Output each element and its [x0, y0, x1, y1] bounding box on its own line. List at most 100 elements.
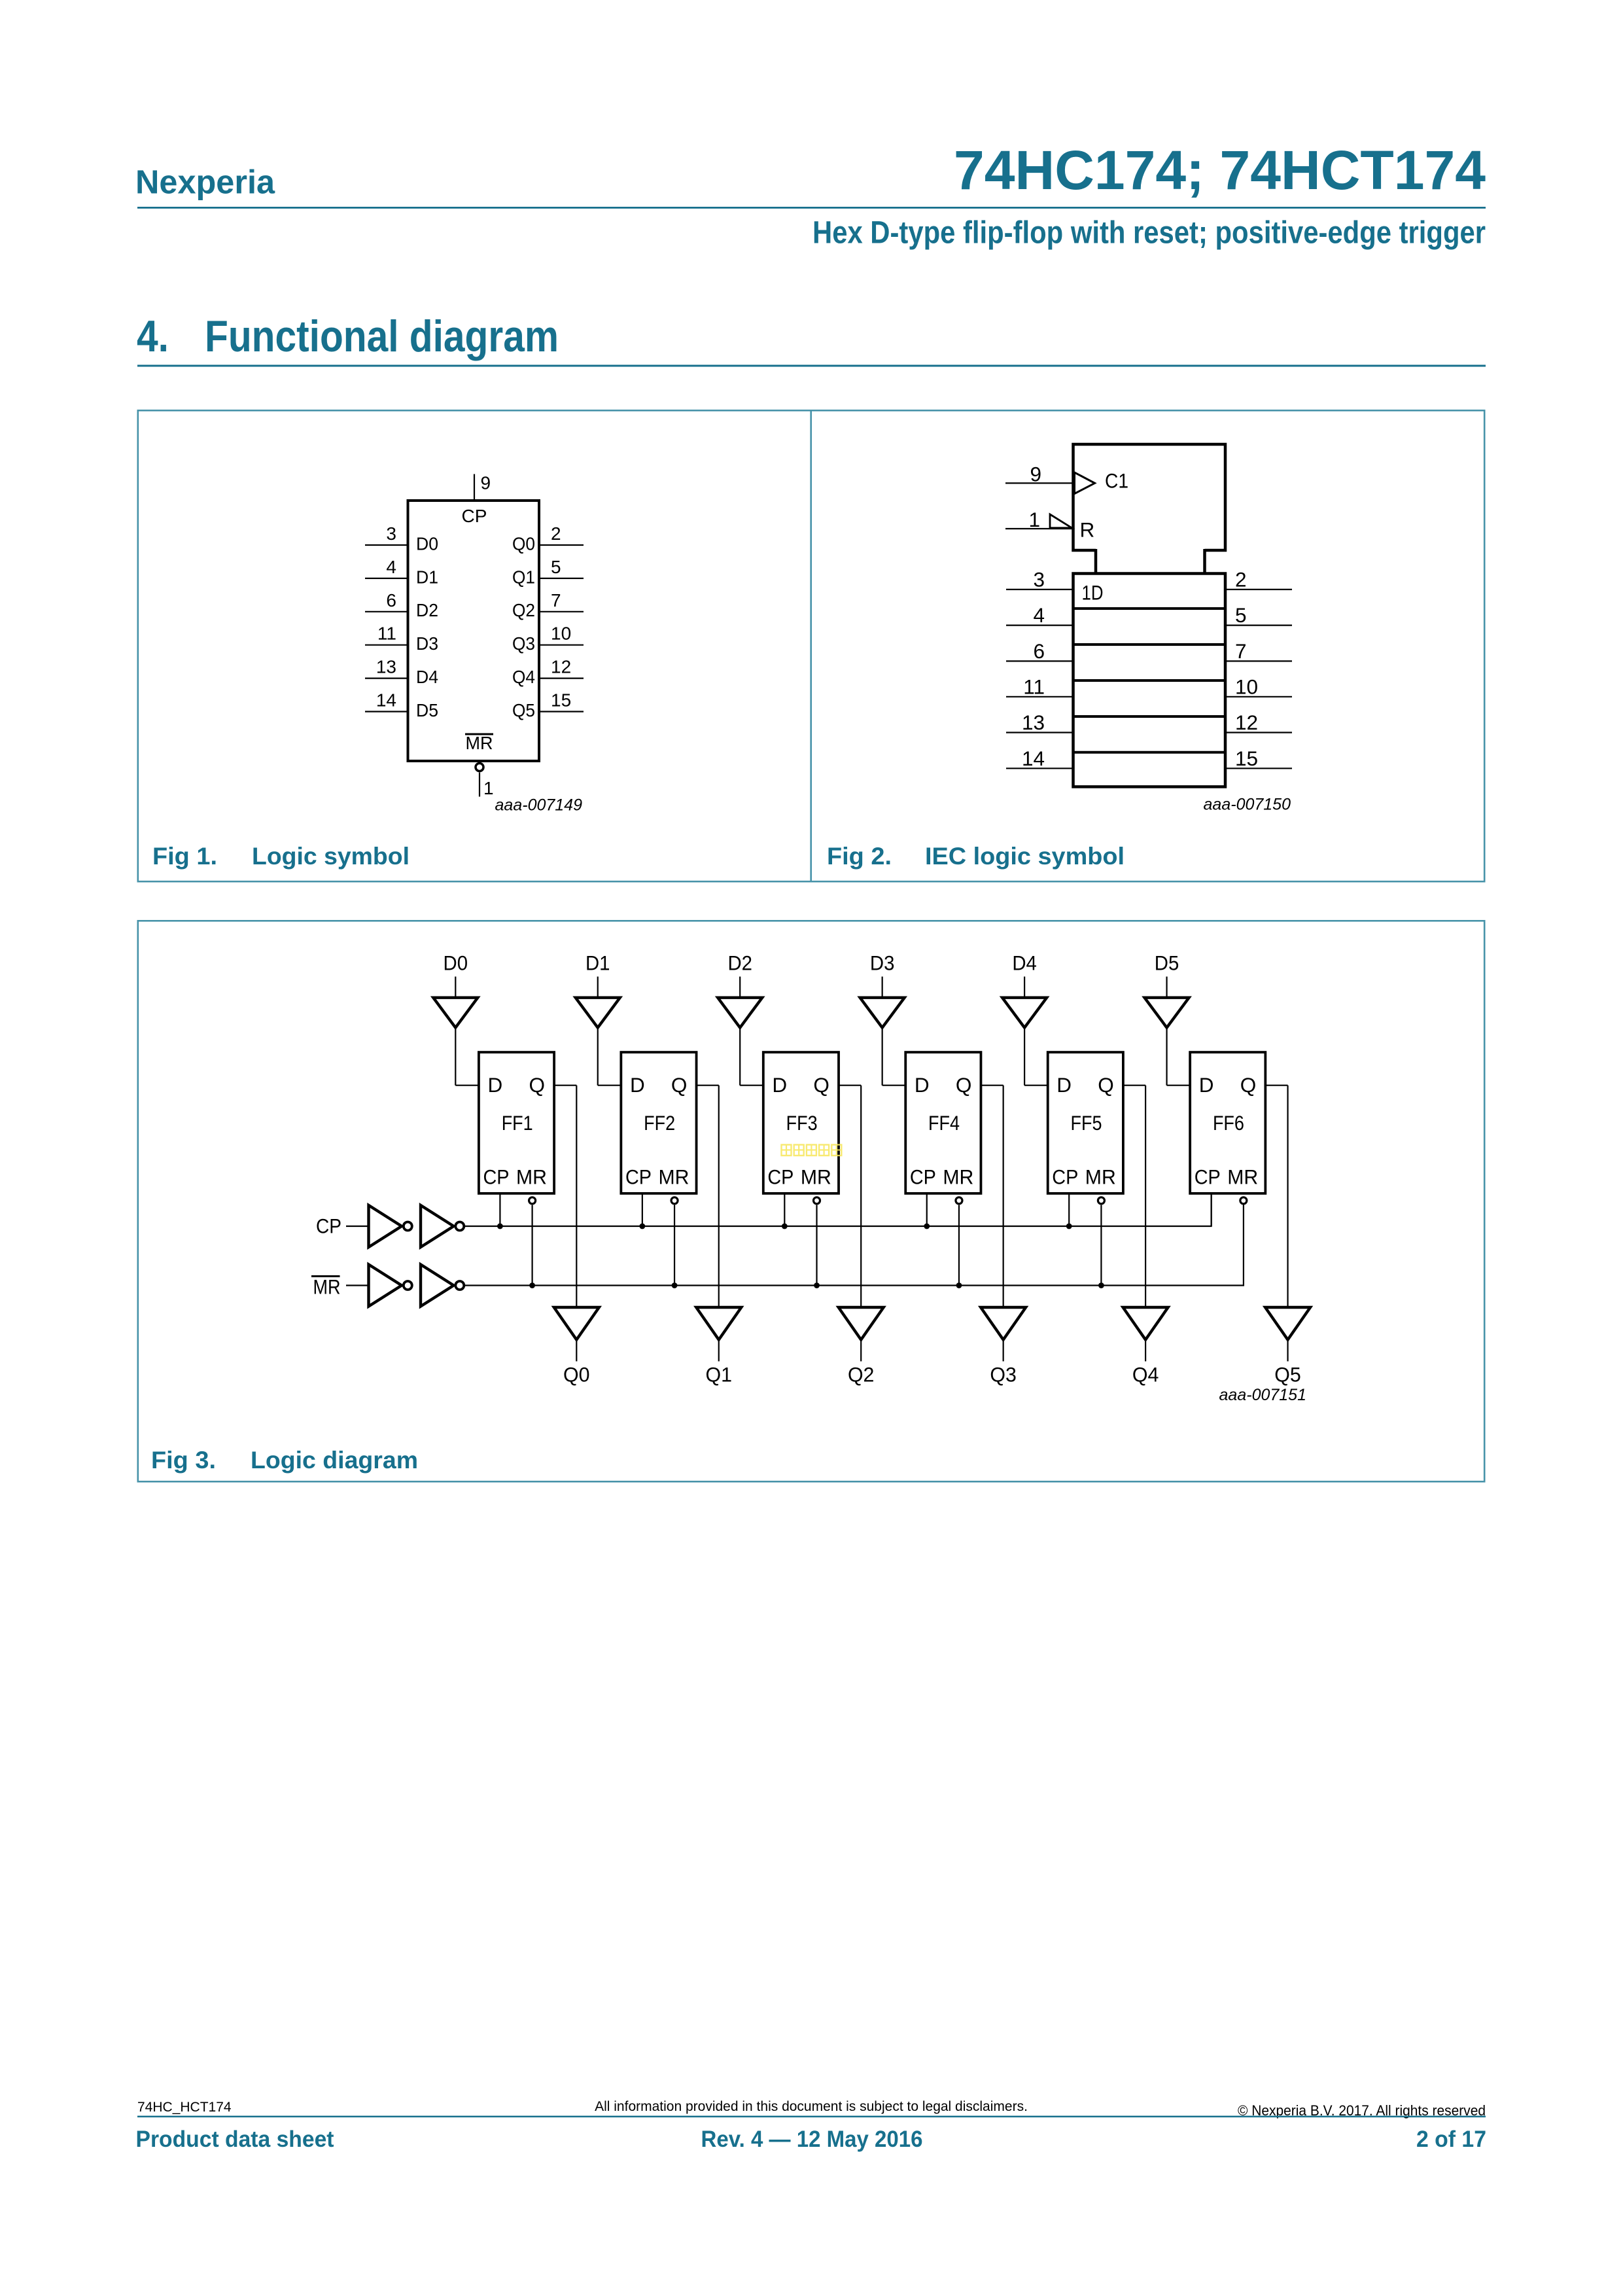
svg-text:11: 11 [1023, 675, 1045, 698]
svg-text:CP: CP [767, 1165, 794, 1189]
svg-text:Q1: Q1 [706, 1363, 733, 1386]
svg-text:FF1: FF1 [502, 1111, 533, 1135]
svg-text:CP: CP [462, 506, 487, 526]
svg-text:5: 5 [1235, 603, 1247, 627]
svg-text:Q3: Q3 [990, 1363, 1017, 1386]
svg-text:D2: D2 [727, 951, 752, 975]
svg-text:D: D [772, 1073, 787, 1097]
svg-text:74HC_HCT174: 74HC_HCT174 [137, 2100, 232, 2115]
svg-text:CP: CP [625, 1165, 652, 1189]
svg-text:Rev. 4 — 12 May 2016: Rev. 4 — 12 May 2016 [701, 2127, 923, 2152]
svg-text:1D: 1D [1082, 581, 1104, 605]
svg-text:74HC174; 74HCT174: 74HC174; 74HCT174 [954, 139, 1486, 201]
svg-text:Functional diagram: Functional diagram [205, 312, 559, 361]
svg-text:9: 9 [1030, 463, 1041, 486]
svg-text:Fig 1.: Fig 1. [152, 842, 217, 870]
svg-text:Q: Q [956, 1073, 972, 1097]
svg-text:10: 10 [551, 624, 571, 644]
svg-text:Fig 2.: Fig 2. [827, 842, 892, 870]
svg-text:FF4: FF4 [928, 1111, 960, 1135]
svg-text:Q: Q [1098, 1073, 1114, 1097]
svg-text:aaa-007150: aaa-007150 [1204, 796, 1291, 814]
svg-text:2 of 17: 2 of 17 [1416, 2127, 1486, 2152]
svg-text:D1: D1 [585, 951, 610, 975]
svg-text:11: 11 [377, 624, 396, 644]
svg-text:C1: C1 [1105, 469, 1128, 493]
svg-text:Hex D-type flip-flop with rese: Hex D-type flip-flop with reset; positiv… [812, 215, 1486, 251]
svg-text:4: 4 [386, 557, 396, 577]
svg-text:D: D [630, 1073, 645, 1097]
svg-text:D1: D1 [416, 567, 438, 587]
svg-text:MR: MR [516, 1165, 547, 1189]
svg-text:Q5: Q5 [512, 700, 535, 720]
svg-text:Q: Q [671, 1073, 688, 1097]
svg-text:D4: D4 [416, 667, 438, 687]
svg-text:CP: CP [1052, 1165, 1078, 1189]
svg-text:D: D [915, 1073, 930, 1097]
svg-text:14: 14 [376, 690, 396, 711]
svg-text:Q2: Q2 [848, 1363, 875, 1386]
svg-text:Q0: Q0 [563, 1363, 590, 1386]
svg-text:10: 10 [1235, 675, 1258, 698]
svg-text:CP: CP [483, 1165, 510, 1189]
svg-text:FF3: FF3 [786, 1111, 818, 1135]
svg-text:Fig 3.: Fig 3. [151, 1446, 216, 1474]
svg-text:Q0: Q0 [512, 533, 535, 554]
svg-text:3: 3 [1033, 567, 1045, 591]
svg-text:Product data sheet: Product data sheet [136, 2127, 334, 2152]
svg-text:MR: MR [801, 1165, 831, 1189]
svg-text:MR: MR [943, 1165, 973, 1189]
svg-text:Q4: Q4 [512, 667, 535, 687]
svg-text:Logic diagram: Logic diagram [251, 1446, 418, 1474]
svg-text:Q: Q [1240, 1073, 1257, 1097]
svg-text:MR: MR [658, 1165, 689, 1189]
svg-text:R: R [1080, 518, 1095, 542]
svg-text:6: 6 [1033, 639, 1045, 663]
svg-text:14: 14 [1022, 747, 1045, 770]
svg-text:D0: D0 [416, 533, 438, 554]
svg-text:1: 1 [483, 778, 494, 798]
svg-text:Nexperia: Nexperia [135, 164, 275, 201]
svg-text:Q: Q [813, 1073, 829, 1097]
svg-text:All information provided in th: All information provided in this documen… [595, 2099, 1028, 2114]
svg-text:Q2: Q2 [512, 600, 535, 620]
svg-text:Q5: Q5 [1274, 1363, 1301, 1386]
svg-text:3: 3 [386, 523, 396, 544]
svg-text:5: 5 [551, 557, 561, 577]
svg-text:D: D [1056, 1073, 1072, 1097]
svg-text:4: 4 [1033, 603, 1045, 627]
svg-text:15: 15 [551, 690, 571, 711]
svg-text:Q3: Q3 [512, 633, 535, 654]
svg-text:FF6: FF6 [1213, 1111, 1244, 1135]
svg-text:2: 2 [1235, 567, 1247, 591]
svg-text:FF2: FF2 [644, 1111, 675, 1135]
svg-text:D2: D2 [416, 600, 438, 620]
svg-text:D: D [488, 1073, 503, 1097]
svg-text:Q4: Q4 [1132, 1363, 1159, 1386]
svg-text:D5: D5 [416, 700, 438, 720]
svg-text:Q1: Q1 [512, 567, 535, 587]
svg-text:D3: D3 [416, 633, 438, 654]
svg-text:CP: CP [910, 1165, 936, 1189]
svg-text:15: 15 [1235, 747, 1258, 770]
svg-text:D4: D4 [1012, 951, 1037, 975]
svg-text:D5: D5 [1155, 951, 1179, 975]
svg-text:IEC logic symbol: IEC logic symbol [925, 842, 1125, 870]
svg-text:MR: MR [313, 1275, 341, 1299]
svg-text:12: 12 [551, 657, 571, 677]
svg-text:7: 7 [1235, 639, 1247, 663]
svg-text:aaa-007149: aaa-007149 [495, 796, 583, 815]
svg-text:D3: D3 [870, 951, 895, 975]
svg-text:7: 7 [551, 590, 561, 610]
svg-text:MR: MR [466, 733, 493, 753]
svg-text:2: 2 [551, 523, 561, 544]
svg-text:Logic symbol: Logic symbol [252, 842, 410, 870]
svg-text:1: 1 [1028, 508, 1040, 531]
svg-text:CP: CP [1195, 1165, 1221, 1189]
svg-text:D0: D0 [444, 951, 468, 975]
svg-text:13: 13 [1022, 711, 1045, 734]
svg-text:MR: MR [1227, 1165, 1258, 1189]
svg-text:aaa-007151: aaa-007151 [1219, 1386, 1306, 1404]
svg-text:CP: CP [316, 1214, 341, 1238]
svg-text:FF5: FF5 [1071, 1111, 1102, 1135]
